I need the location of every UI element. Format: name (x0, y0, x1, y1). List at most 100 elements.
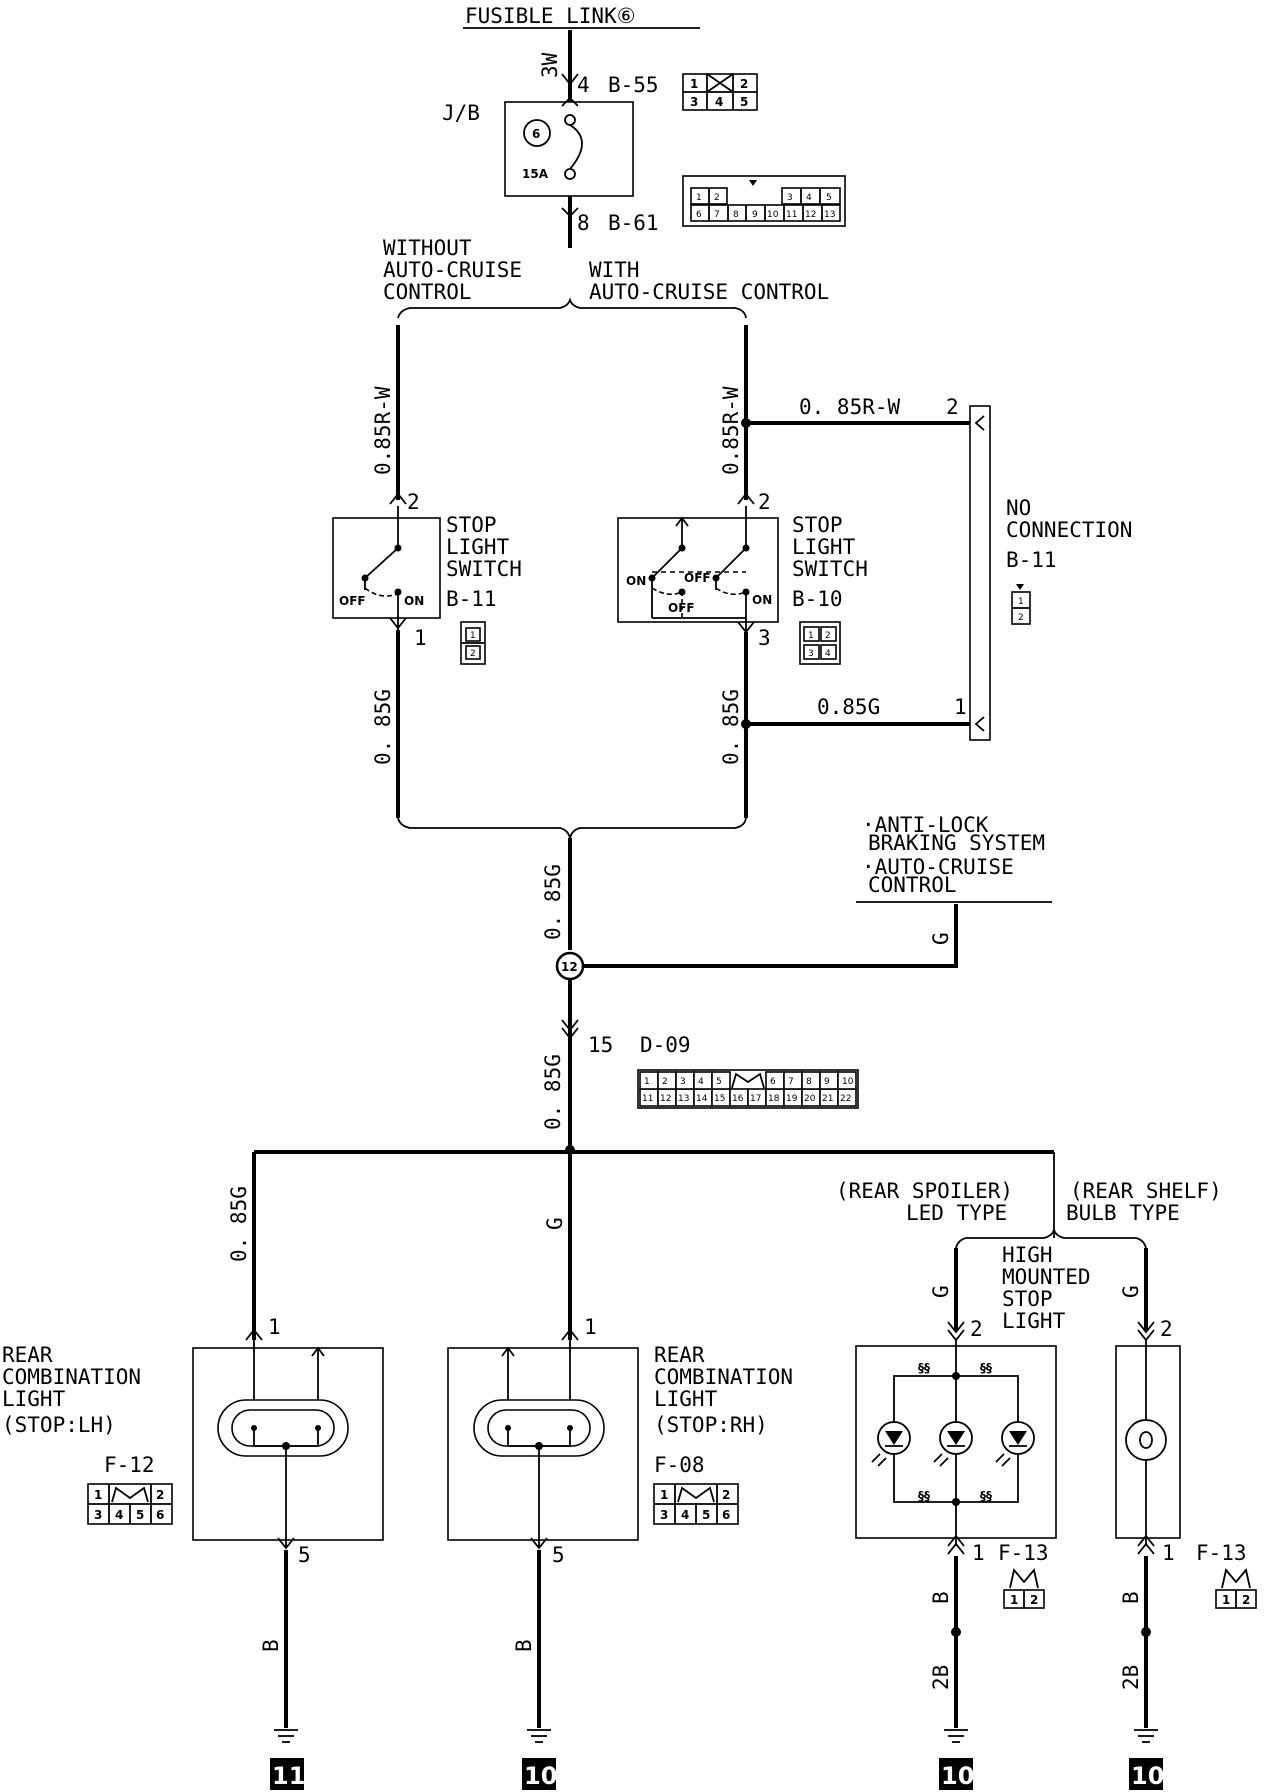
svg-text:16: 16 (732, 1094, 744, 1104)
switch-left-pin-bottom: 1 (414, 626, 427, 650)
ground-badge-10a (522, 1758, 556, 1790)
fusible-link-label: FUSIBLE LINK⑥ (465, 4, 636, 28)
no-connection-connector: NO CONNECTION B-11 1 2 (969, 405, 1132, 741)
ground-badge-10c (1129, 1758, 1163, 1790)
wire-label-after-d09: 0. 85G (541, 1054, 565, 1130)
wire-label-ground-led-2b: 2B (929, 1665, 953, 1690)
switch-right-off-b: OFF (668, 601, 695, 615)
fuse-number-circle (523, 119, 551, 147)
svg-text:3: 3 (690, 95, 698, 109)
svg-text:3: 3 (787, 193, 793, 203)
wire-label-left-drop: 0. 85G (227, 1186, 251, 1262)
svg-text:3: 3 (94, 1508, 102, 1522)
abs-label-3: ·AUTO-CRUISE (862, 855, 1014, 879)
ground-number-10a: 10 (524, 1762, 557, 1790)
wire-label-ground-led-b: B (929, 1591, 953, 1604)
switch-right-off-a: OFF (684, 571, 711, 585)
wire-label-horizontal-lower: 0.85G (817, 695, 880, 719)
rear-lh-name-3: LIGHT (2, 1387, 66, 1411)
high-mounted-stop-light-led: G 2 §§ §§ §§ §§ 1 F-13 1 2 B 2B (855, 1248, 1057, 1728)
b55-connector-label: B-55 (608, 73, 659, 97)
right-branch: 0.85R-W 0. 85R-W 2 2 ON OFF OFF ON 3 ST (617, 325, 970, 818)
wire-label-hm-bulb: G (1119, 1285, 1143, 1298)
rear-rh-connector: F-08 (654, 1453, 705, 1477)
switch-left-name-1: STOP (446, 513, 497, 537)
with-label-2: AUTO-CRUISE CONTROL (589, 280, 829, 304)
svg-text:5: 5 (716, 1077, 722, 1087)
splice-number: 12 (561, 960, 578, 974)
switch-left-pin-top: 2 (407, 490, 420, 514)
b11-left-connector-icon: 1 2 (460, 621, 486, 665)
svg-text:2: 2 (714, 193, 720, 203)
svg-text:1: 1 (470, 631, 476, 641)
switch-right-name-2: LIGHT (792, 535, 856, 559)
ground-badge-10b (939, 1758, 973, 1790)
f12-connector-icon: 1 2 3 4 5 6 (87, 1483, 173, 1525)
svg-text:3: 3 (680, 1077, 686, 1087)
fusible-link-section: FUSIBLE LINK⑥ 3W 4 B-55 1 2 3 4 5 J/B (442, 4, 846, 248)
ground-number-10b: 10 (941, 1762, 974, 1790)
rear-lh-pin-top: 1 (268, 1315, 281, 1339)
svg-text:5: 5 (826, 193, 832, 203)
d09-connector-label: D-09 (640, 1033, 691, 1057)
svg-text:5: 5 (136, 1508, 144, 1522)
grounds: 11 10 10 10 (270, 1729, 1164, 1790)
branch-bracket: WITHOUT AUTO-CRUISE CONTROL WITH AUTO-CR… (383, 236, 829, 319)
svg-text:1: 1 (1018, 597, 1024, 607)
jb-label: J/B (442, 101, 480, 125)
ground-symbol (1134, 1729, 1158, 1743)
without-label-3: CONTROL (383, 280, 472, 304)
svg-text:12: 12 (805, 210, 816, 220)
f08-connector-icon: 1 2 3 4 5 6 (653, 1483, 739, 1525)
svg-text:8: 8 (733, 210, 739, 220)
bulb-type-label-1: (REAR SHELF) (1070, 1179, 1222, 1203)
rear-lh-name-4: (STOP:LH) (2, 1413, 116, 1437)
no-connection-label-1: NO (1006, 496, 1031, 520)
hm-bulb-pin-bottom: 1 (1162, 1541, 1175, 1565)
ground-symbol (274, 1729, 298, 1743)
wire-label-right-lower: 0. 85G (719, 689, 743, 765)
rear-combination-light-rh: 1 5 REAR COMBINATION LIGHT (STOP:RH) F-0… (447, 1315, 793, 1728)
svg-text:6: 6 (722, 1508, 730, 1522)
svg-text:§§: §§ (918, 1361, 930, 1375)
svg-text:6: 6 (156, 1508, 164, 1522)
bulb-type-label-2: BULB TYPE (1066, 1201, 1180, 1225)
high-mounted-stop-light-bulb: G 2 1 F-13 1 2 B 2B (1115, 1248, 1257, 1728)
wire-label-ground-left: B (259, 1639, 283, 1652)
merge-trunk: 0. 85G ·ANTI-LOCK BRAKING SYSTEM ·AUTO-C… (397, 813, 1052, 1150)
no-connection-pin-top: 2 (946, 395, 959, 419)
svg-text:4: 4 (698, 1077, 704, 1087)
no-connection-connector-label: B-11 (1006, 548, 1057, 572)
wire-label-ground-bulb-b: B (1119, 1591, 1143, 1604)
svg-text:3: 3 (660, 1508, 668, 1522)
svg-text:1: 1 (1010, 1593, 1018, 1607)
svg-text:14: 14 (696, 1094, 708, 1104)
stop-light-switch-right (617, 517, 779, 623)
wire-label-left-upper: 0.85R-W (371, 386, 395, 475)
switch-right-name-1: STOP (792, 513, 843, 537)
abs-label-2: BRAKING SYSTEM (868, 831, 1045, 855)
svg-text:2: 2 (740, 77, 748, 91)
wire-label-horizontal-upper: 0. 85R-W (799, 395, 901, 419)
jb-out-pin: 8 (577, 211, 590, 235)
svg-text:21: 21 (822, 1094, 833, 1104)
svg-text:3: 3 (808, 649, 814, 659)
no-connection-label-2: CONNECTION (1006, 518, 1132, 542)
wire-label-abs: G (929, 932, 953, 945)
hm-bulb-pin-top: 2 (1160, 1317, 1173, 1341)
svg-text:1: 1 (696, 193, 702, 203)
ground-badge-11 (270, 1758, 304, 1790)
svg-text:6: 6 (770, 1077, 776, 1087)
wire-label-trunk: 0. 85G (541, 864, 565, 940)
bulb-icon (1125, 1419, 1167, 1461)
svg-text:9: 9 (752, 210, 758, 220)
rear-lh-name-2: COMBINATION (2, 1365, 141, 1389)
switch-right-name-3: SWITCH (792, 557, 868, 581)
rear-combination-light-lh: 1 5 REAR COMBINATION LIGHT (STOP:LH) F-1… (2, 1315, 384, 1728)
wire-label-center-drop: G (543, 1217, 567, 1230)
jb-in-pin: 4 (577, 73, 590, 97)
svg-text:7: 7 (714, 210, 720, 220)
wire-label-ground-bulb-2b: 2B (1119, 1665, 1143, 1690)
led-type-label-1: (REAR SPOILER) (836, 1179, 1013, 1203)
